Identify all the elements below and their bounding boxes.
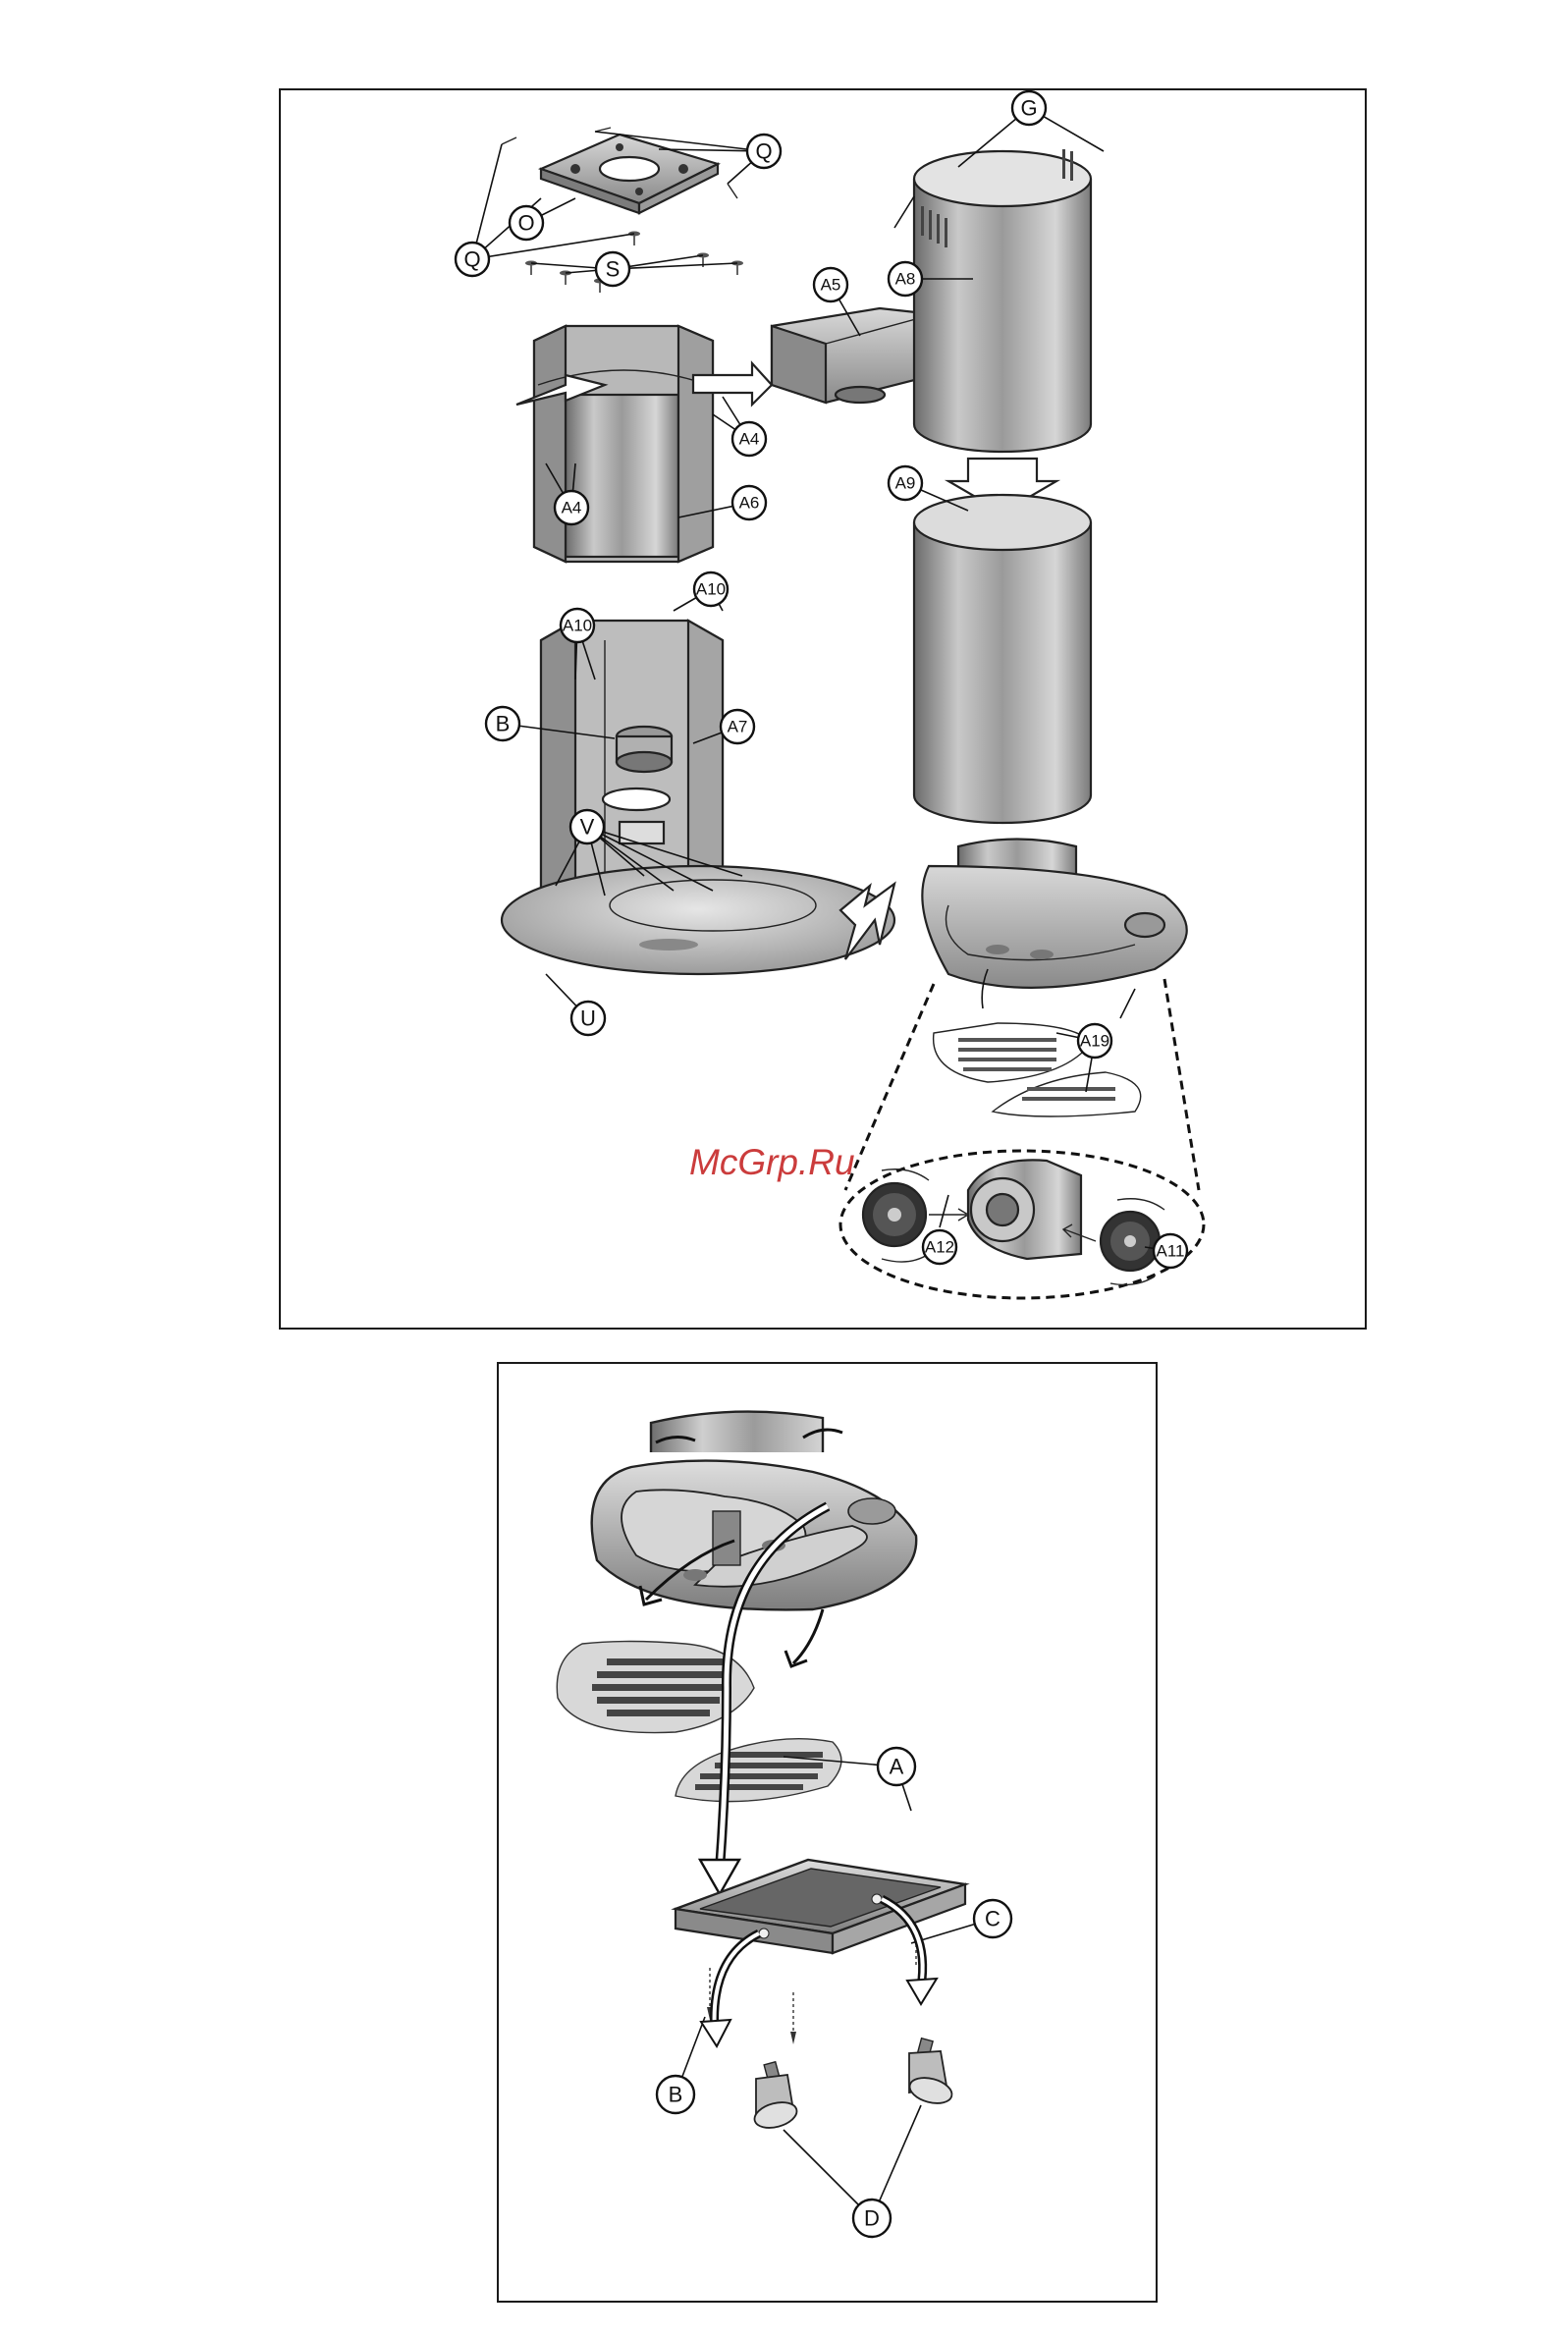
callout-q-left: Q bbox=[456, 243, 489, 276]
svg-text:O: O bbox=[517, 211, 534, 236]
callout-o: O bbox=[510, 206, 543, 240]
svg-text:A5: A5 bbox=[821, 276, 841, 295]
svg-text:A: A bbox=[890, 1755, 904, 1779]
svg-text:G: G bbox=[1020, 96, 1037, 121]
svg-text:Q: Q bbox=[755, 139, 772, 164]
callout-a8: A8 bbox=[889, 262, 922, 296]
svg-text:B: B bbox=[669, 2083, 683, 2107]
grease-filters bbox=[557, 1642, 841, 1802]
callout-a11: A11 bbox=[1154, 1234, 1187, 1268]
callout-q-right: Q bbox=[747, 135, 781, 168]
svg-text:D: D bbox=[864, 2206, 880, 2231]
svg-text:V: V bbox=[580, 815, 595, 840]
callout-a10-left: A10 bbox=[561, 609, 594, 642]
svg-text:A10: A10 bbox=[563, 617, 592, 635]
light-replacement-panel: A C B D bbox=[497, 1362, 1158, 2303]
callout-a9: A9 bbox=[889, 466, 922, 500]
callout-b: B bbox=[486, 707, 519, 740]
light-replacement-diagram: A C B D bbox=[499, 1364, 1160, 2305]
svg-text:A12: A12 bbox=[925, 1238, 954, 1257]
svg-text:U: U bbox=[580, 1006, 596, 1031]
callout-a7: A7 bbox=[721, 710, 754, 743]
callout-a12: A12 bbox=[923, 1230, 956, 1264]
svg-text:B: B bbox=[496, 712, 511, 736]
watermark-text: McGrp.Ru bbox=[689, 1142, 855, 1183]
ceiling-bracket bbox=[541, 135, 718, 213]
callout-a: A bbox=[878, 1748, 915, 1785]
svg-text:A9: A9 bbox=[895, 474, 916, 493]
svg-text:A4: A4 bbox=[562, 499, 582, 517]
svg-text:S: S bbox=[606, 257, 621, 282]
callout-a4-right: A4 bbox=[732, 422, 766, 456]
callout-a5: A5 bbox=[814, 268, 847, 301]
callout-v: V bbox=[570, 810, 604, 843]
svg-text:C: C bbox=[985, 1907, 1000, 1931]
svg-text:A7: A7 bbox=[728, 718, 748, 736]
canopy-underside bbox=[922, 840, 1186, 988]
svg-text:A11: A11 bbox=[1157, 1242, 1185, 1261]
svg-text:A8: A8 bbox=[895, 270, 916, 289]
callout-b: B bbox=[657, 2076, 694, 2113]
lower-chimney bbox=[914, 495, 1091, 823]
callout-s: S bbox=[596, 252, 629, 286]
svg-text:A6: A6 bbox=[739, 494, 760, 513]
callout-c: C bbox=[974, 1900, 1011, 1937]
svg-text:A10: A10 bbox=[696, 580, 726, 599]
callout-g: G bbox=[1012, 91, 1046, 125]
svg-text:A19: A19 bbox=[1080, 1032, 1109, 1051]
callout-u: U bbox=[571, 1002, 605, 1035]
callout-d: D bbox=[853, 2200, 891, 2237]
upper-chimney bbox=[914, 149, 1091, 452]
callout-a4-left: A4 bbox=[555, 491, 588, 524]
svg-text:A4: A4 bbox=[739, 430, 760, 449]
svg-text:Q: Q bbox=[463, 247, 480, 272]
halogen-bulb-left bbox=[752, 2062, 800, 2133]
halogen-bulb-right bbox=[907, 2038, 955, 2108]
motor-assembly bbox=[863, 1160, 1164, 1284]
callout-a6: A6 bbox=[732, 486, 766, 519]
callout-a19: A19 bbox=[1078, 1024, 1111, 1058]
callout-a10-right: A10 bbox=[694, 572, 728, 606]
